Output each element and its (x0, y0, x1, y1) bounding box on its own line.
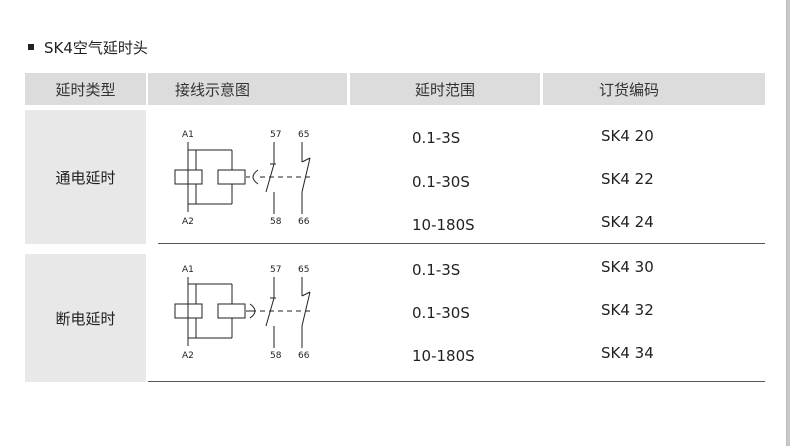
order-code-value: SK4 24 (601, 213, 654, 231)
delay-range-value: 0.1-3S (412, 129, 461, 147)
header-order-code: 订货编码 (543, 73, 765, 105)
terminal-label: 66 (298, 351, 310, 361)
header-delay-type: 延时类型 (25, 73, 146, 105)
bullet-square-icon (28, 44, 34, 50)
delay-range-value: 0.1-3S (412, 261, 461, 279)
terminal-label: A2 (182, 217, 194, 227)
order-code-value: SK4 22 (601, 170, 654, 188)
delay-type-cell: 通电延时 (25, 110, 146, 244)
terminal-label: 58 (270, 351, 282, 361)
terminal-label: A2 (182, 351, 194, 361)
delay-range-value: 0.1-30S (412, 304, 470, 322)
header-delay-range: 延时范围 (350, 73, 540, 105)
terminal-label: 65 (298, 265, 309, 275)
terminal-label: 58 (270, 217, 282, 227)
section-title: SK4空气延时头 (28, 37, 148, 57)
terminal-label: 65 (298, 130, 309, 140)
order-code-value: SK4 20 (601, 127, 654, 145)
wiring-diagram-on-delay: A1 A2 57 65 58 66 (174, 130, 311, 227)
order-code-value: SK4 34 (601, 344, 654, 362)
wiring-diagram-off-delay: A1 A2 57 65 58 66 (174, 265, 311, 361)
delay-type-cell: 断电延时 (25, 254, 146, 382)
terminal-label: A1 (182, 130, 194, 140)
table-bottom-line (148, 381, 765, 382)
delay-range-value: 10-180S (412, 216, 475, 234)
delay-range-value: 0.1-30S (412, 173, 470, 191)
header-wiring-diagram: 接线示意图 (148, 73, 347, 105)
terminal-label: A1 (182, 265, 194, 275)
order-code-value: SK4 30 (601, 258, 654, 276)
row-divider (158, 243, 765, 244)
terminal-label: 66 (298, 217, 310, 227)
terminal-label: 57 (270, 265, 281, 275)
delay-range-value: 10-180S (412, 347, 475, 365)
order-code-value: SK4 32 (601, 301, 654, 319)
terminal-label: 57 (270, 130, 281, 140)
page-title: SK4空气延时头 (44, 38, 148, 57)
